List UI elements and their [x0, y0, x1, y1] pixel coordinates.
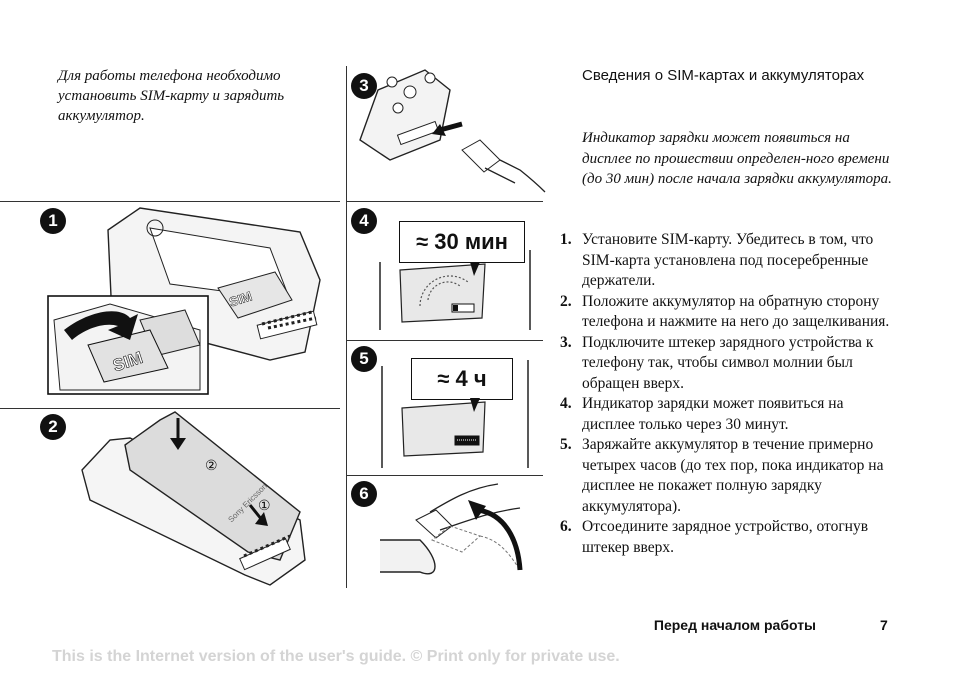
divider [0, 201, 340, 202]
step-number: 6. [560, 518, 572, 535]
list-item: 3. Подключите штекер зарядного устройства… [560, 333, 890, 395]
divider [347, 475, 543, 476]
step-badge-1: 1 [40, 208, 66, 234]
marker-2: ② [205, 457, 218, 473]
list-item: 6. Отсоедините зарядное устройство, отогн… [560, 517, 890, 558]
list-item: 5. Заряжайте аккумулятор в течение пример… [560, 435, 890, 517]
step-badge-5: 5 [351, 346, 377, 372]
step-text: Отсоедините зарядное устройство, отогнув… [582, 518, 869, 556]
watermark-text: This is the Internet version of the user… [52, 648, 620, 665]
divider [0, 408, 340, 409]
intro-text: Для работы телефона необходимо установит… [58, 68, 285, 124]
step-number: 2. [560, 292, 572, 310]
step-badge-2: 2 [40, 414, 66, 440]
step-badge-6: 6 [351, 481, 377, 507]
callout-4-hours: ≈ 4 ч [411, 358, 513, 400]
step-number: 3. [560, 333, 572, 351]
section-heading: Сведения о SIM-картах и аккумуляторах [582, 67, 865, 84]
sim-label-small: SIM [227, 288, 254, 309]
step-number: 5. [560, 436, 572, 453]
list-item: 1. Установите SIM-карту. Убедитесь в том,… [560, 230, 890, 292]
charging-note: Индикатор зарядки может появиться на дис… [582, 130, 892, 187]
list-item: 4. Индикатор зарядки может появиться на д… [560, 394, 890, 435]
divider [346, 66, 347, 588]
divider [347, 201, 543, 202]
marker-1: ① [258, 497, 271, 513]
footer-section-title: Перед началом работы [653, 617, 816, 633]
callout-30-min: ≈ 30 мин [399, 221, 525, 263]
step-number: 1. [560, 231, 572, 248]
step-badge-3: 3 [351, 73, 377, 99]
list-item: 2. Положите аккумулятор на обратную сторо… [560, 292, 890, 333]
step-text: Положите аккумулятор на обратную сторону… [582, 292, 890, 331]
step-number: 4. [560, 395, 572, 412]
step-text: Подключите штекер зарядного устройства к… [582, 333, 874, 392]
instruction-steps: 1. Установите SIM-карту. Убедитесь в том,… [560, 230, 890, 558]
page-number: 7 [880, 617, 888, 633]
step-text: Индикатор зарядки может появиться на дис… [582, 395, 844, 433]
step-badge-4: 4 [351, 208, 377, 234]
step-text: Установите SIM-карту. Убедитесь в том, ч… [582, 231, 874, 289]
step-text: Заряжайте аккумулятор в течение примерно… [582, 436, 884, 515]
divider [347, 340, 543, 341]
